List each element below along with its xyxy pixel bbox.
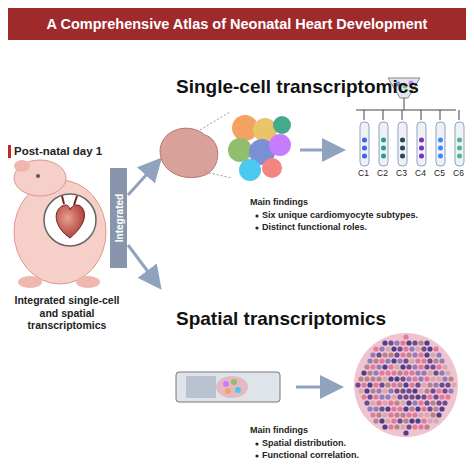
cluster-label: C4 xyxy=(415,168,426,178)
findings-heading: Main findings xyxy=(250,425,308,436)
finding-item: Spatial distribution. xyxy=(262,438,346,449)
slide xyxy=(176,372,280,402)
cell-cluster xyxy=(228,115,291,181)
cluster-label: C2 xyxy=(377,168,388,178)
spatial-map xyxy=(354,333,458,437)
cluster-label: C3 xyxy=(396,168,407,178)
finding-item: Functional correlation. xyxy=(262,450,359,461)
flow-arrow xyxy=(300,149,340,152)
cluster-label: C1 xyxy=(358,168,369,178)
marker-bar xyxy=(8,145,11,158)
cluster-label: C5 xyxy=(434,168,445,178)
title-text: A Comprehensive Atlas of Neonatal Heart … xyxy=(8,8,466,40)
mouse-pup xyxy=(14,160,106,288)
flow-arrow xyxy=(296,386,338,389)
day-label: Post-natal day 1 xyxy=(14,145,102,159)
finding-item: Six unique cardiomyocyte subtypes. xyxy=(262,210,418,221)
section-heading: Spatial transcriptomics xyxy=(176,308,386,331)
section-heading: Single-cell transcriptomics xyxy=(176,76,419,99)
title-banner xyxy=(8,8,466,40)
vertical-tag: Integrated xyxy=(110,168,127,268)
branch-arrow xyxy=(128,162,158,195)
spatial-spots xyxy=(355,334,456,435)
branch-arrow xyxy=(128,245,158,285)
tissue-blob xyxy=(160,112,232,178)
bullet-dots xyxy=(255,214,258,457)
cluster-label: C6 xyxy=(453,168,464,178)
tag-text: Integrated xyxy=(113,194,124,242)
findings-heading: Main findings xyxy=(250,197,308,208)
finding-item: Distinct functional roles. xyxy=(262,222,367,233)
caption-note: Integrated single-cell and spatial trans… xyxy=(4,294,130,332)
tube-rack xyxy=(360,110,464,166)
